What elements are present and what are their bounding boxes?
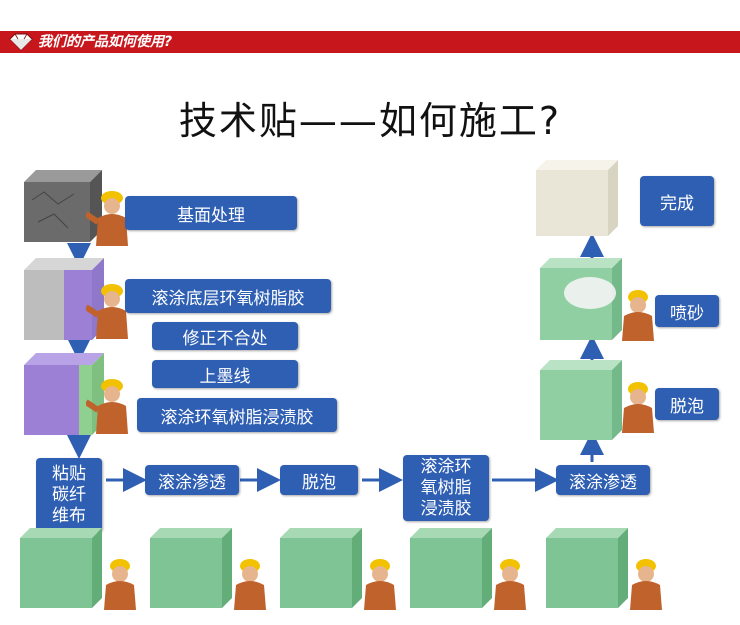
step-defoam-1: 脱泡 — [280, 465, 358, 495]
page-title: 技术贴——如何施工? — [178, 99, 562, 143]
diamond-logo-icon — [9, 33, 33, 51]
step-sandblast: 喷砂 — [655, 295, 719, 327]
wall-image-bottom-1 — [20, 528, 116, 608]
wall-image-complete — [536, 160, 626, 236]
step-complete: 完成 — [640, 176, 714, 226]
worker-icon-b2 — [226, 555, 270, 610]
step-impregnate: 滚涂环氧树脂浸渍胶 — [137, 398, 337, 432]
worker-icon-2 — [84, 279, 132, 339]
wall-image-sandblast — [540, 258, 630, 340]
step-defoam-2: 脱泡 — [655, 388, 719, 420]
step-ink-line: 上墨线 — [152, 360, 298, 388]
worker-icon-b4 — [486, 555, 530, 610]
header-title: 我们的产品如何使用? — [38, 34, 173, 50]
step-roll-penetrate-1: 滚涂渗透 — [145, 465, 239, 495]
worker-icon-r1 — [614, 378, 658, 433]
step-roll-epoxy: 滚涂环 氧树脂 浸渍胶 — [403, 455, 489, 521]
worker-icon-b1 — [96, 555, 140, 610]
wall-image-bottom-3 — [280, 528, 376, 608]
wall-image-bottom-5 — [546, 528, 642, 608]
wall-image-bottom-4 — [410, 528, 506, 608]
wall-image-base — [24, 170, 134, 242]
header-bar: 我们的产品如何使用? — [0, 31, 740, 53]
step-correct-mismatch: 修正不合处 — [152, 322, 298, 350]
step-base-treatment: 基面处理 — [125, 196, 297, 230]
worker-icon-3 — [84, 374, 132, 434]
step-paste-fiber: 粘贴 碳纤 维布 — [36, 458, 102, 532]
worker-icon-1 — [84, 186, 132, 246]
worker-icon-r2 — [614, 286, 658, 341]
step-roll-penetrate-2: 滚涂渗透 — [556, 465, 650, 495]
worker-icon-b5 — [622, 555, 666, 610]
wall-image-bottom-2 — [150, 528, 246, 608]
step-primer: 滚涂底层环氧树脂胶 — [125, 279, 331, 313]
worker-icon-b3 — [356, 555, 400, 610]
wall-image-defoam — [540, 360, 630, 440]
